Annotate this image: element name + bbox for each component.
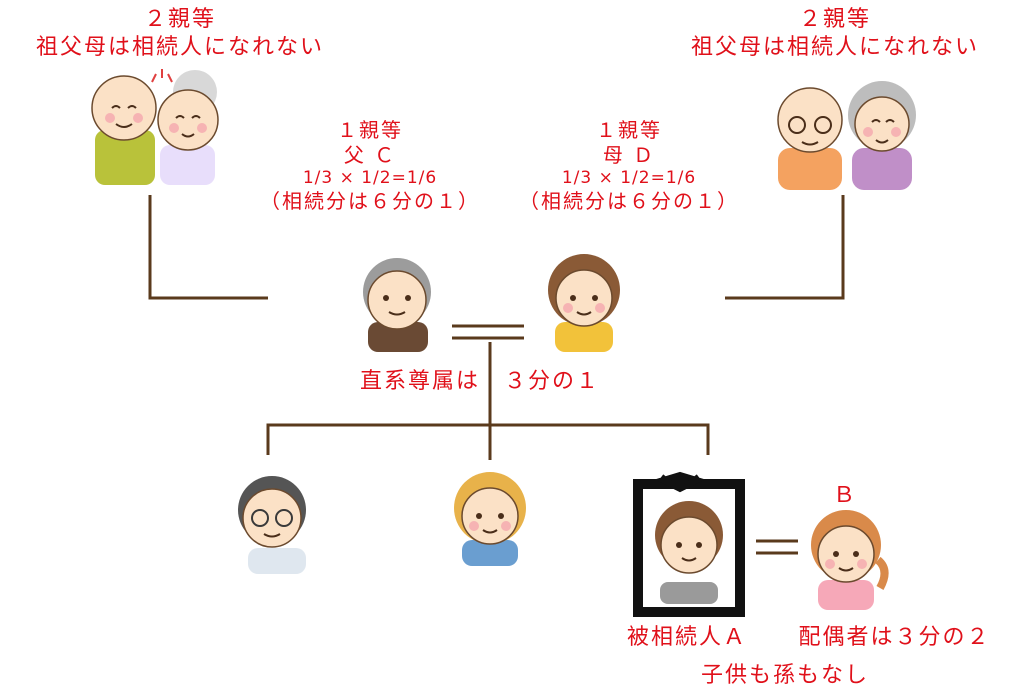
father-label: １親等 父 Ｃ 1/3 × 1/2=1/6 （相続分は６分の１） xyxy=(240,118,500,214)
spouse-marriage-symbol xyxy=(756,539,798,555)
spouse-illustration xyxy=(811,510,889,610)
father-calc: 1/3 × 1/2=1/6 xyxy=(302,168,438,188)
grandmother-left-illustration xyxy=(151,69,219,185)
grandparents-right-degree: ２親等 xyxy=(798,7,871,32)
right-grandparents-connector xyxy=(725,195,845,300)
mother-illustration xyxy=(548,254,620,352)
mother-degree: １親等 xyxy=(596,118,662,142)
grandparents-right-note: 祖父母は相続人になれない xyxy=(690,34,979,60)
grandfather-left-illustration xyxy=(91,75,157,185)
ascendants-share-label: 直系尊属は ３分の１ xyxy=(359,369,600,394)
grandparents-right-label: ２親等 祖父母は相続人になれない xyxy=(660,6,1010,61)
grandparents-left-degree: ２親等 xyxy=(143,7,216,32)
grandparents-left-note: 祖父母は相続人になれない xyxy=(35,34,324,60)
deceased-portrait-frame xyxy=(633,471,745,617)
deceased-note: 子供も孫もなし xyxy=(700,663,869,688)
father-illustration xyxy=(363,258,431,352)
deceased-label: 被相続人Ａ xyxy=(626,625,747,650)
parents-marriage-symbol xyxy=(452,324,524,340)
grandfather-right-illustration xyxy=(777,87,843,190)
connector-lines xyxy=(148,195,845,460)
mother-share: （相続分は６分の１） xyxy=(519,189,739,214)
mother-name: 母 Ｄ xyxy=(602,143,656,167)
left-grandparents-connector xyxy=(148,195,268,300)
father-name: 父 Ｃ xyxy=(343,143,397,167)
mother-calc: 1/3 × 1/2=1/6 xyxy=(561,168,697,188)
sibling-2-illustration xyxy=(454,472,526,566)
grandmother-right-illustration xyxy=(848,81,916,190)
spouse-share: 配偶者は３分の２ xyxy=(798,625,991,650)
father-degree: １親等 xyxy=(337,118,403,142)
spouse-name: Ｂ xyxy=(832,483,857,508)
grandparents-left-label: ２親等 祖父母は相続人になれない xyxy=(0,6,360,61)
mother-label: １親等 母 Ｄ 1/3 × 1/2=1/6 （相続分は６分の１） xyxy=(498,118,760,214)
children-branch-connector xyxy=(266,423,710,455)
sibling-1-illustration xyxy=(238,476,306,574)
father-share: （相続分は６分の１） xyxy=(260,189,480,214)
